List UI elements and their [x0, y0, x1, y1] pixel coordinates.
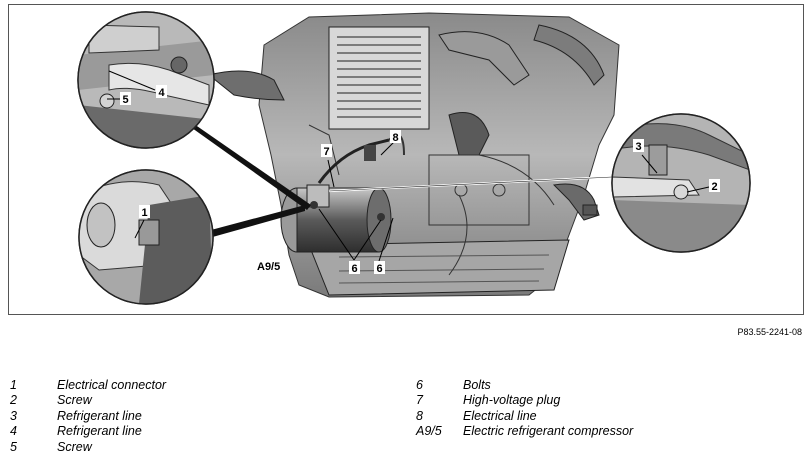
detail-circle-bottom-left — [78, 169, 214, 305]
engine-block — [207, 12, 620, 298]
legend-item: 8 Electrical line — [416, 408, 633, 424]
legend-description: Electric refrigerant compressor — [463, 424, 634, 439]
callout-8: 8 — [393, 132, 399, 144]
legend-item: A9/5 Electric refrigerant compressor — [416, 424, 633, 440]
legend-description: Refrigerant line — [57, 408, 142, 423]
callout-1: 1 — [142, 207, 148, 219]
legend-item: 4 Refrigerant line — [10, 424, 166, 440]
legend-description: Bolts — [463, 377, 491, 392]
legend-number: 2 — [10, 393, 17, 408]
electric-refrigerant-compressor — [280, 184, 392, 253]
legend-number: 4 — [10, 424, 17, 439]
legend-number: 7 — [416, 393, 423, 408]
callout-6: 6 — [352, 263, 358, 275]
figure-code: P83.55-2241-08 — [737, 327, 802, 337]
legend-item: 6 Bolts — [416, 377, 633, 393]
connection-wedge-bottom — [209, 205, 305, 238]
callout-a9-5: A9/5 — [257, 261, 280, 273]
callout-4: 4 — [159, 87, 166, 99]
legend-description: Screw — [57, 439, 92, 454]
engine-drawing: 4 5 1 3 2 7 8 6 A9/5 6 — [77, 11, 751, 305]
legend-description: Screw — [57, 393, 92, 408]
detail-circle-right — [611, 113, 751, 253]
callout-3: 3 — [636, 141, 642, 153]
engine-illustration: 4 5 1 3 2 7 8 6 A9/5 6 — [8, 4, 804, 315]
callout-7: 7 — [324, 146, 330, 158]
legend-description: Electrical connector — [57, 377, 167, 392]
callouts: 4 5 1 3 2 7 8 6 A9/5 — [120, 85, 720, 275]
legend-left: 1 Electrical connector 2 Screw 3 Refrige… — [10, 377, 166, 455]
legend-item: 7 High-voltage plug — [416, 393, 633, 409]
legend-number: 6 — [416, 377, 423, 392]
detail-circle-top-left — [77, 11, 215, 149]
legend-description: High-voltage plug — [463, 393, 561, 408]
callout-2: 2 — [712, 181, 718, 193]
legend-number: 8 — [416, 408, 423, 423]
legend-number: 5 — [10, 439, 17, 454]
legend-number: A9/5 — [416, 424, 442, 439]
legend-item: 1 Electrical connector — [10, 377, 166, 393]
legend-description: Refrigerant line — [57, 424, 142, 439]
callout-6-second: 6 — [377, 263, 383, 275]
legend-number: 3 — [10, 408, 17, 423]
legend-description: Electrical line — [463, 408, 537, 423]
legend-item: 5 Screw — [10, 439, 166, 455]
legend-item: 3 Refrigerant line — [10, 408, 166, 424]
connection-wedge-top — [181, 115, 311, 210]
leader-lines — [107, 70, 710, 261]
legend-item: 2 Screw — [10, 393, 166, 409]
legend-right: 6 Bolts 7 High-voltage plug 8 Electrical… — [416, 377, 633, 439]
callout-5: 5 — [123, 94, 129, 106]
legend-number: 1 — [10, 377, 17, 392]
